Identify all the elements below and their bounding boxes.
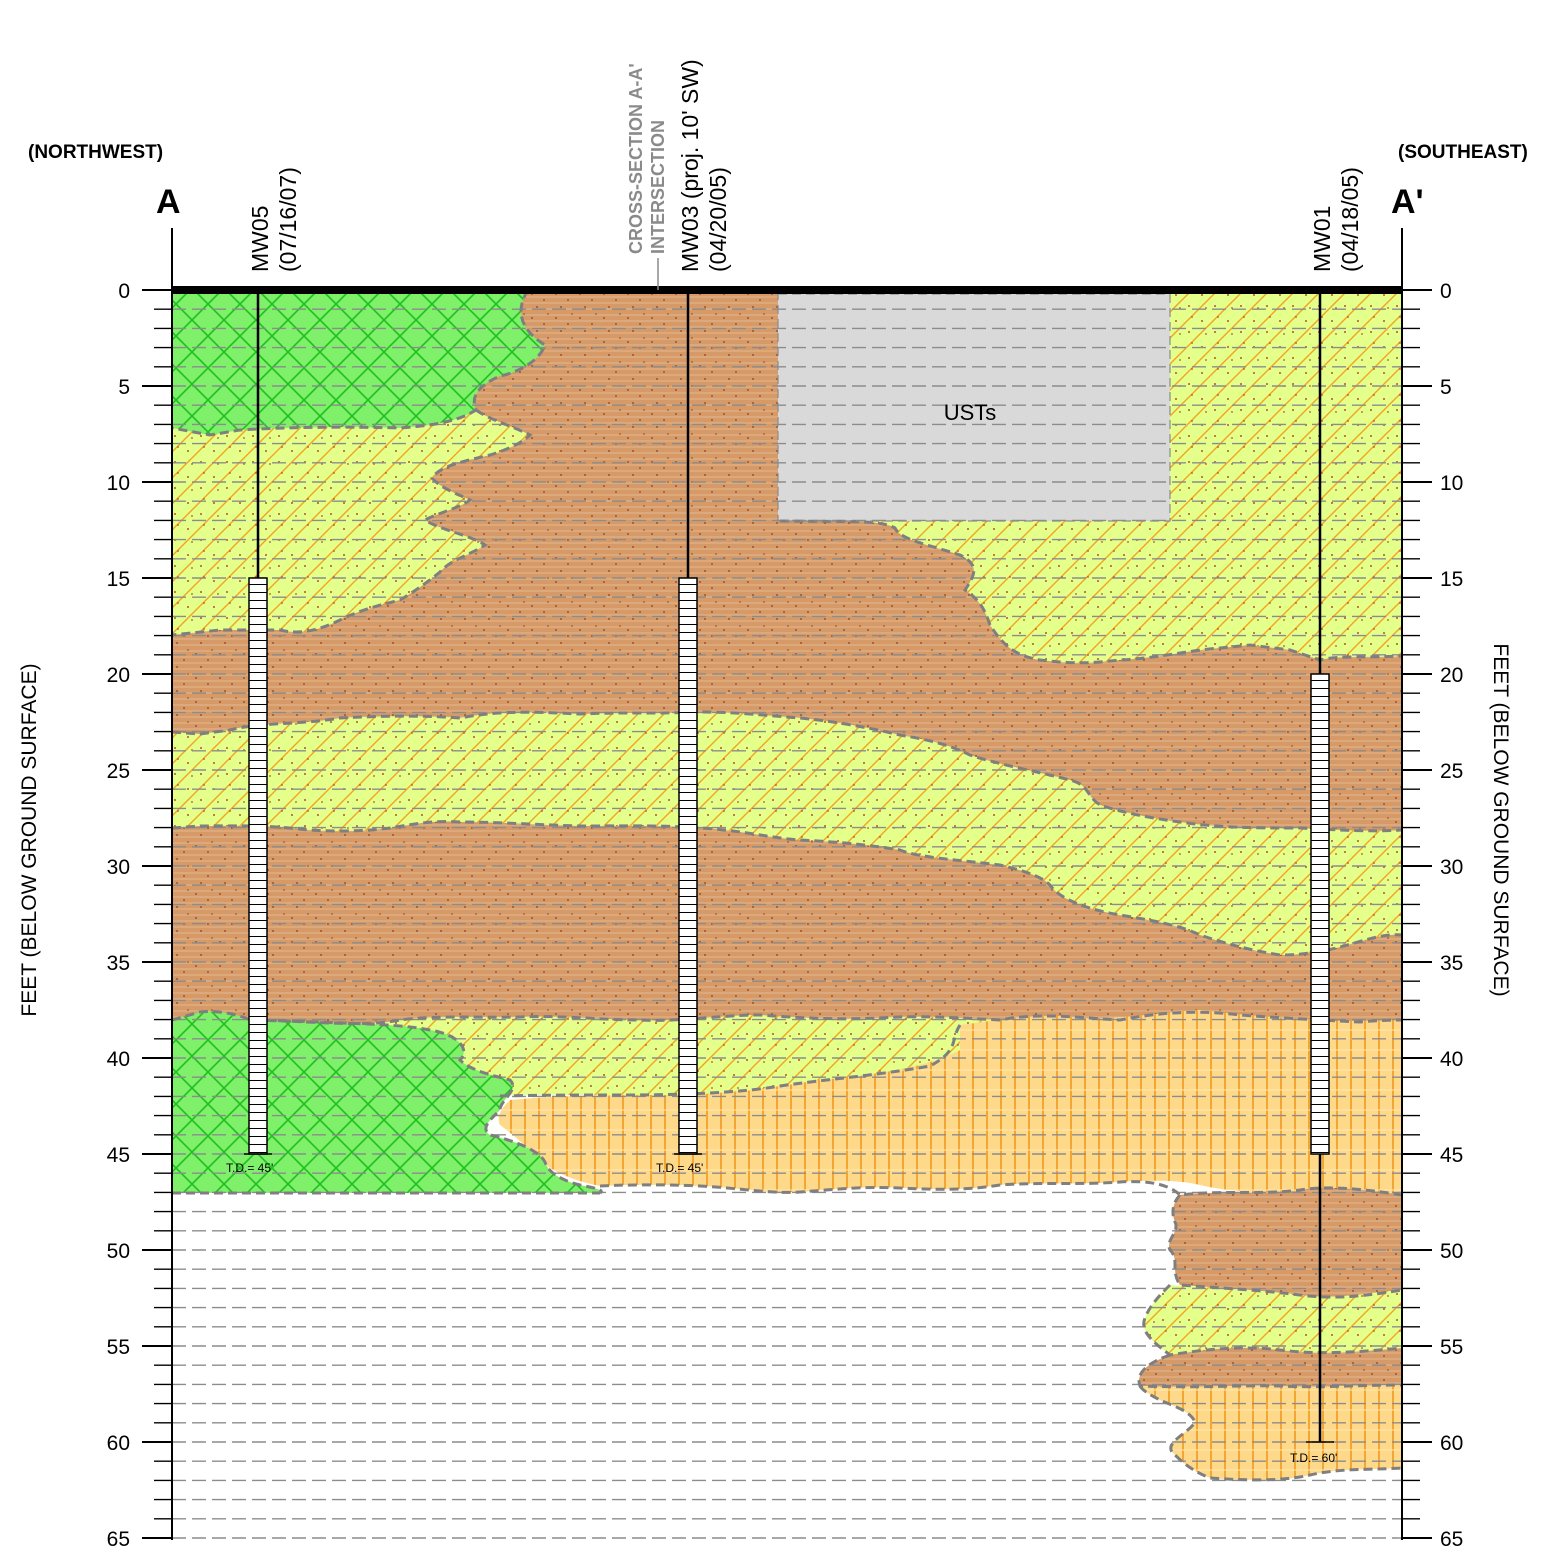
left-tick-label: 65 — [107, 1528, 130, 1551]
well-name-MW05: MW05 — [247, 206, 273, 272]
horizontal-dash-lines — [172, 308, 1402, 1539]
well-MW01: MW01 (04/18/05) T.D.= 60' — [1290, 167, 1363, 1465]
lithology-units — [172, 290, 1402, 1540]
left-tick-label: 60 — [107, 1432, 130, 1455]
right-tick-label: 15 — [1440, 568, 1463, 591]
yellow-unit-right — [780, 290, 1402, 663]
well-name-MW01: MW01 — [1309, 206, 1335, 272]
left-tick-label: 10 — [107, 472, 130, 495]
right-tick-label: 55 — [1440, 1336, 1463, 1359]
well-MW03: MW03 (proj. 10' SW) (04/20/05) T.D.= 45' — [656, 59, 731, 1175]
well-name-MW03: MW03 (proj. 10' SW) — [677, 59, 703, 272]
section-start-label: A — [156, 183, 181, 221]
intersection-label-line1: CROSS-SECTION A-A' — [626, 63, 646, 254]
right-tick-label: 0 — [1440, 280, 1452, 303]
left-tick-label: 20 — [107, 664, 130, 687]
well-screen-MW05 — [248, 577, 268, 1155]
right-tick-label: 50 — [1440, 1240, 1463, 1263]
left-tick-label: 55 — [107, 1336, 130, 1359]
right-tick-label: 25 — [1440, 760, 1463, 783]
left-tick-label: 50 — [107, 1240, 130, 1263]
right-tick-label: 65 — [1440, 1528, 1463, 1551]
orange-unit-upper — [498, 1010, 1402, 1195]
right-tick-label: 35 — [1440, 952, 1463, 975]
intersection-label-line2: INTERSECTION — [648, 120, 668, 254]
contact-boundaries — [172, 290, 1402, 1482]
right-tick-label: 40 — [1440, 1048, 1463, 1071]
green-unit-top — [172, 290, 545, 435]
left-tick-label: 30 — [107, 856, 130, 879]
green-unit-bottom — [172, 1011, 602, 1193]
left-tick-label: 0 — [118, 280, 130, 303]
well-date-MW03: (04/20/05) — [705, 167, 731, 272]
left-tick-label: 45 — [107, 1144, 130, 1167]
right-tick-label: 5 — [1440, 376, 1452, 399]
well-td-MW01: T.D.= 60' — [1290, 1451, 1337, 1465]
well-MW05: MW05 (07/16/07) T.D.= 45' — [226, 167, 301, 1175]
well-date-MW01: (04/18/05) — [1337, 167, 1363, 272]
ust-label: USTs — [944, 400, 997, 425]
well-date-MW05: (07/16/07) — [275, 167, 301, 272]
section-end-label: A' — [1391, 183, 1424, 221]
left-tick-label: 15 — [107, 568, 130, 591]
yellow-unit-deep — [1143, 1285, 1402, 1355]
left-tick-label: 40 — [107, 1048, 130, 1071]
well-screen-MW03 — [678, 577, 698, 1155]
right-tick-label: 30 — [1440, 856, 1463, 879]
right-tick-label: 20 — [1440, 664, 1463, 687]
ust-pit — [778, 294, 1170, 521]
right-tick-label: 10 — [1440, 472, 1463, 495]
yellow-unit-middle — [172, 712, 1402, 955]
orange-unit-lower — [1140, 1385, 1402, 1480]
brown-unit-lower-1 — [1168, 1187, 1402, 1298]
start-direction-label: (NORTHWEST) — [28, 142, 163, 163]
right-depth-ticks: 0 5 10 15 20 25 30 35 40 45 50 55 60 65 — [1402, 280, 1463, 1551]
ground-surface-line — [172, 286, 1402, 294]
well-screen-MW01 — [1310, 673, 1330, 1155]
right-tick-label: 60 — [1440, 1432, 1463, 1455]
left-tick-label: 35 — [107, 952, 130, 975]
end-direction-label: (SOUTHEAST) — [1398, 142, 1528, 163]
unsampled-region — [172, 1181, 1210, 1540]
left-tick-label: 5 — [118, 376, 130, 399]
left-depth-ticks: 0 5 10 15 20 25 30 35 40 45 50 55 60 65 — [107, 280, 172, 1551]
well-td-MW03: T.D.= 45' — [656, 1161, 703, 1175]
brown-unit-lower-2 — [1139, 1347, 1402, 1387]
right-tick-label: 45 — [1440, 1144, 1463, 1167]
right-axis-title: FEET (BELOW GROUND SURFACE) — [1489, 643, 1512, 996]
left-tick-label: 25 — [107, 760, 130, 783]
left-axis-title: FEET (BELOW GROUND SURFACE) — [18, 663, 41, 1016]
well-td-MW05: T.D.= 45' — [226, 1161, 273, 1175]
